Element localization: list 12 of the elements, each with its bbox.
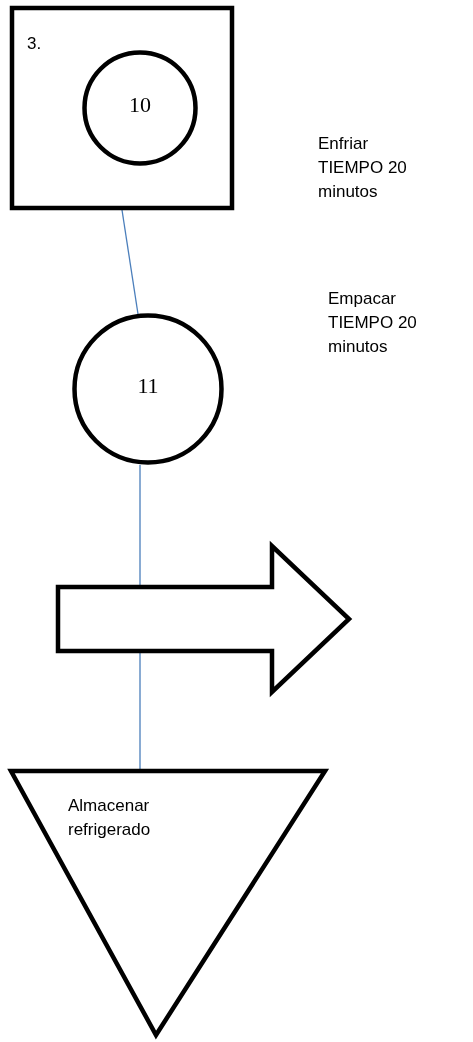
operation-inspection-box — [10, 6, 234, 210]
operation-circle — [82, 50, 198, 166]
node-label: Almacenar refrigerado — [68, 795, 152, 841]
operation-number: 10 — [128, 93, 152, 117]
transport-arrow — [55, 543, 352, 695]
connector-line — [121, 209, 139, 315]
step-note: Empacar TIEMPO 20 minutos — [328, 288, 418, 358]
step-note: Enfriar TIEMPO 20 minutos — [318, 133, 408, 203]
step-number: 3. — [27, 33, 43, 55]
operation-number: 11 — [136, 374, 160, 398]
operation-circle — [72, 313, 224, 465]
storage-triangle — [8, 768, 328, 1038]
